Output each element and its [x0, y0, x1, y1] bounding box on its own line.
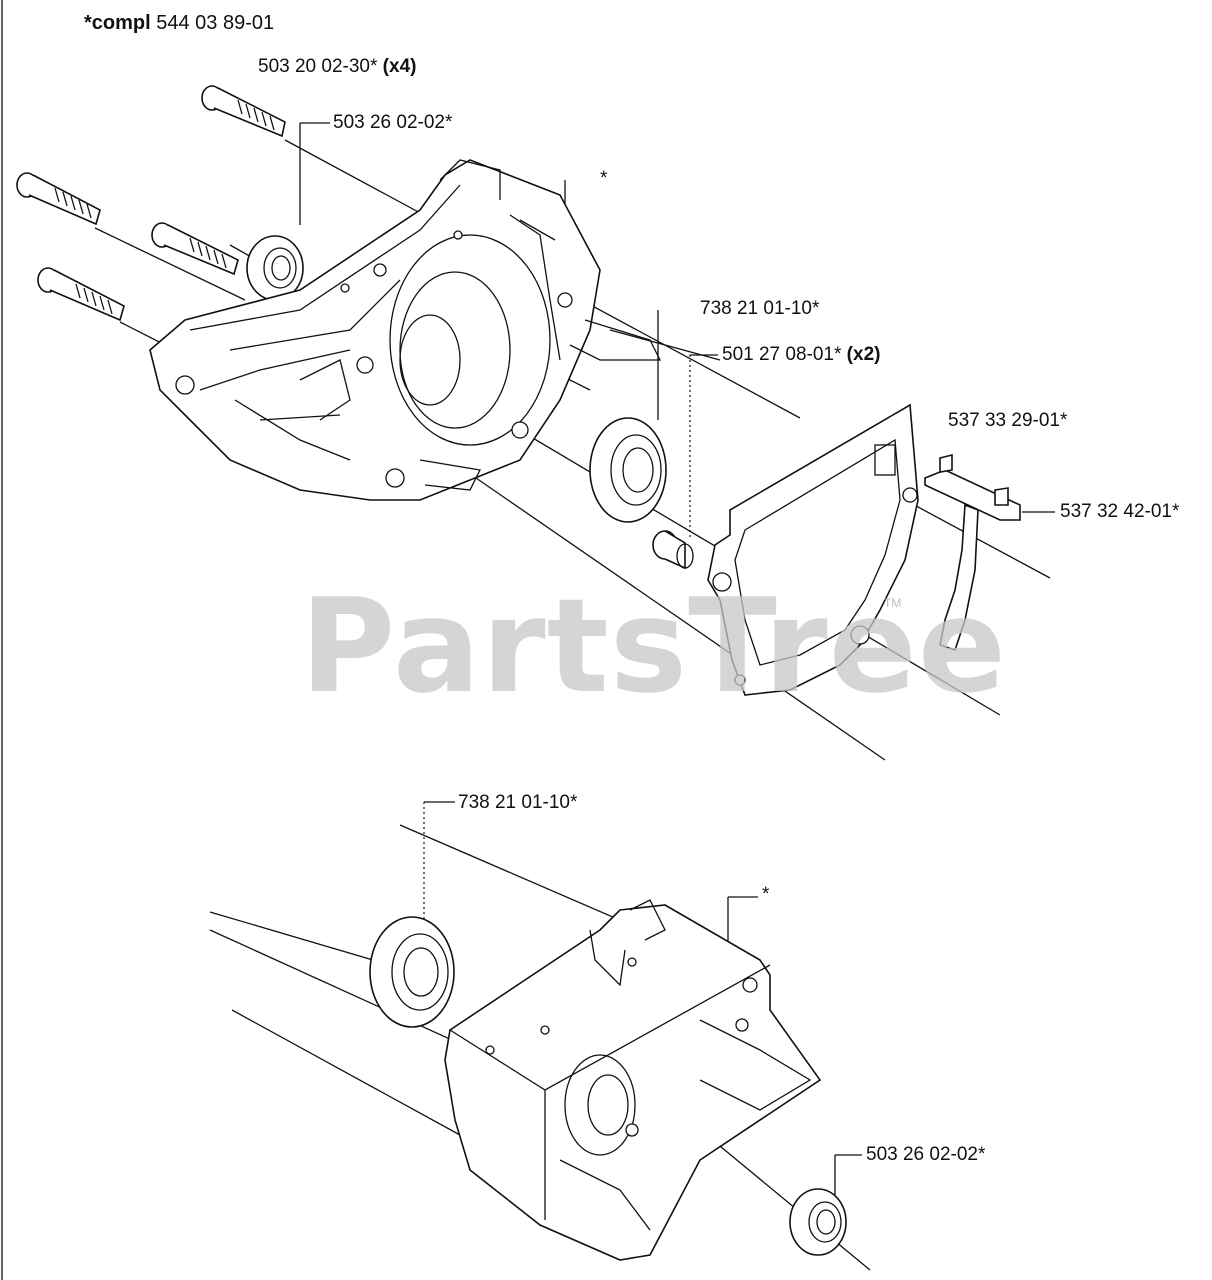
assembly-header-number: 544 03 89-01 — [156, 12, 275, 34]
crankcase-top — [149, 159, 662, 501]
label-sleeve[interactable]: 501 27 08-01* (x2) — [722, 344, 880, 366]
bolt-3 — [151, 222, 239, 276]
label-bearing-bottom[interactable]: 738 21 01-10* — [458, 792, 577, 814]
label-sleeve-qty: (x2) — [846, 344, 881, 365]
seal-top — [246, 235, 304, 301]
bolt-group — [16, 85, 286, 322]
sleeve-1 — [652, 530, 694, 570]
plate-and-spring — [924, 453, 1021, 652]
label-star-bottom: * — [762, 884, 769, 906]
seal-bottom — [789, 1188, 847, 1256]
bolt-1 — [201, 85, 286, 138]
label-star-bottom-mark: * — [762, 884, 770, 905]
label-spring[interactable]: 537 32 42-01* — [1060, 501, 1179, 523]
crankcase-bottom — [444, 899, 822, 1261]
label-bearing-top-number: 738 21 01-10* — [700, 298, 820, 319]
label-bearing-top[interactable]: 738 21 01-10* — [700, 298, 819, 320]
assembly-header-prefix: *compl — [84, 12, 151, 34]
label-plate-number: 537 33 29-01* — [948, 410, 1068, 431]
label-sleeve-number: 501 27 08-01* — [722, 344, 842, 365]
label-plate[interactable]: 537 33 29-01* — [948, 410, 1067, 432]
label-bolt-qty: (x4) — [382, 56, 417, 77]
assembly-header: *compl 544 03 89-01 — [84, 12, 274, 34]
label-seal-top[interactable]: 503 26 02-02* — [333, 112, 452, 134]
label-bolt[interactable]: 503 20 02-30* (x4) — [258, 56, 416, 78]
label-seal-top-number: 503 26 02-02* — [333, 112, 453, 133]
label-bolt-number: 503 20 02-30* — [258, 56, 378, 77]
label-seal-bottom-number: 503 26 02-02* — [866, 1144, 986, 1165]
label-seal-bottom[interactable]: 503 26 02-02* — [866, 1144, 985, 1166]
label-star-top-mark: * — [600, 168, 608, 189]
watermark-tm: TM — [884, 596, 902, 610]
bearing-top — [589, 417, 667, 523]
gasket — [707, 403, 919, 696]
bolt-4 — [37, 267, 125, 322]
label-star-top: * — [600, 168, 607, 190]
watermark: PartsTree — [300, 570, 1007, 722]
bearing-bottom — [369, 916, 455, 1028]
label-spring-number: 537 32 42-01* — [1060, 501, 1180, 522]
bolt-2 — [16, 172, 101, 226]
label-bearing-bottom-number: 738 21 01-10* — [458, 792, 578, 813]
